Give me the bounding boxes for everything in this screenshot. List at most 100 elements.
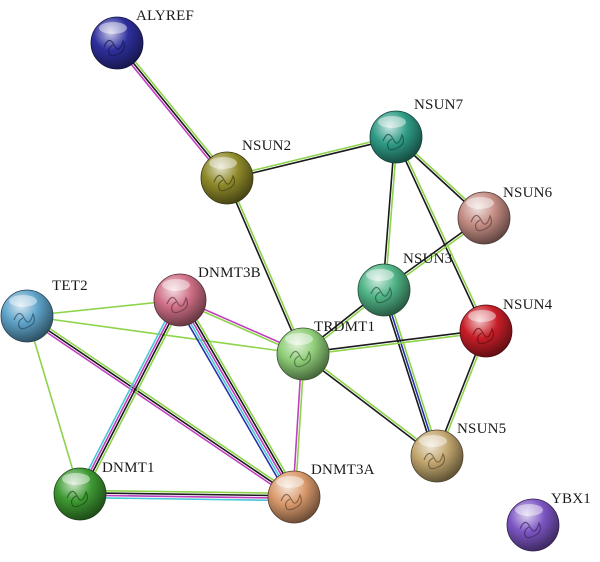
edge-evidence-line [380,289,436,458]
edge-evidence-line [302,352,439,456]
node-ybx1[interactable]: YBX1 [506,491,591,552]
edge-evidence-line [79,489,295,495]
node-sphere [459,304,513,358]
node-nsun3[interactable]: NSUN3 [357,251,452,317]
node-sphere [276,327,330,381]
protein-structure-icon [289,350,312,368]
node-sphere [506,498,560,552]
node-label: NSUN7 [414,97,464,113]
edge-evidence-line [301,354,438,458]
edge-nsun4-trdmt1 [302,329,487,356]
edge-evidence-line [394,136,486,333]
edge-evidence-line [27,313,297,496]
edge-evidence-line [114,43,226,181]
node-highlight [209,157,237,169]
edge-dnmt1-dnmt3a [79,489,295,502]
node-highlight [366,269,394,281]
node-highlight [162,279,190,291]
node-sphere [0,289,54,343]
edge-evidence-line [225,177,303,356]
edge-evidence-line [78,298,180,495]
node-label: TRDMT1 [314,319,375,335]
edge-evidence-line [82,300,184,497]
protein-structure-icon [423,452,446,470]
protein-structure-icon [470,214,493,232]
edge-evidence-line [396,135,488,332]
edge-nsun2-nsun7 [225,135,398,180]
protein-structure-icon [382,133,405,151]
node-sphere [53,467,107,521]
node-highlight [99,22,127,34]
protein-structure-icon [280,493,303,511]
node-nsun7[interactable]: NSUN7 [369,97,464,164]
node-highlight [9,295,37,307]
edge-dnmt3b-dnmt1 [76,297,184,497]
edge-evidence-line [118,40,230,178]
protein-structure-icon [13,312,36,330]
node-nsun2[interactable]: NSUN2 [200,138,291,205]
edge-nsun3-nsun5 [380,288,441,458]
edge-tet2-dnmt1 [26,315,81,495]
edge-evidence-line [385,288,441,457]
node-label: NSUN2 [242,138,291,154]
node-label: YBX1 [551,491,591,507]
node-label: DNMT1 [102,460,155,476]
node-nsun5[interactable]: NSUN5 [410,421,506,483]
node-highlight [276,476,304,488]
node-sphere [90,16,144,70]
node-highlight [468,310,496,322]
node-label: DNMT3A [311,462,375,478]
node-highlight [419,435,447,447]
protein-structure-icon [472,327,495,345]
node-label: NSUN6 [503,185,553,201]
edge-nsun7-nsun4 [394,135,488,333]
node-sphere [153,273,207,327]
edge-evidence-line [302,329,487,354]
protein-structure-icon [166,296,189,314]
node-highlight [378,116,406,128]
node-highlight [515,504,543,516]
protein-structure-icon [103,39,126,57]
node-label: DNMT3B [198,265,261,281]
protein-structure-icon [213,174,236,192]
edge-evidence-line [80,299,182,496]
edge-evidence-line [26,315,304,355]
node-highlight [466,197,494,209]
node-dnmt1[interactable]: DNMT1 [53,460,155,521]
node-label: TET2 [52,278,88,294]
protein-structure-icon [66,490,89,508]
node-alyref[interactable]: ALYREF [90,8,194,70]
node-tet2[interactable]: TET2 [0,278,88,343]
node-dnmt3b[interactable]: DNMT3B [153,265,261,327]
edge-evidence-line [225,135,397,178]
edge-evidence-line [175,301,291,501]
edge-evidence-line [181,297,297,497]
edge-evidence-line [79,492,295,497]
edge-evidence-line [76,297,178,494]
edge-evidence-line [79,496,295,502]
node-sphere [369,110,423,164]
edge-evidence-line [177,300,293,500]
node-sphere [410,429,464,483]
edge-evidence-line [79,494,295,499]
edge-nsun2-trdmt1 [225,176,305,356]
node-label: ALYREF [136,8,194,24]
edge-dnmt3b-dnmt3a [175,296,299,501]
node-highlight [62,473,90,485]
node-label: NSUN3 [403,251,452,267]
node-dnmt3a[interactable]: DNMT3A [267,462,375,524]
edge-tet2-dnmt3a [24,313,297,500]
protein-structure-icon [519,521,542,539]
edge-evidence-line [302,331,487,356]
node-trdmt1[interactable]: TRDMT1 [276,319,375,381]
node-label: NSUN4 [503,297,553,313]
edge-evidence-line [26,315,295,498]
edge-evidence-line [226,137,398,180]
node-sphere [457,191,511,245]
node-nsun4[interactable]: NSUN4 [459,297,553,358]
node-highlight [285,333,313,345]
protein-structure-icon [370,286,393,304]
edge-evidence-line [116,42,228,179]
node-nsun6[interactable]: NSUN6 [457,185,553,245]
